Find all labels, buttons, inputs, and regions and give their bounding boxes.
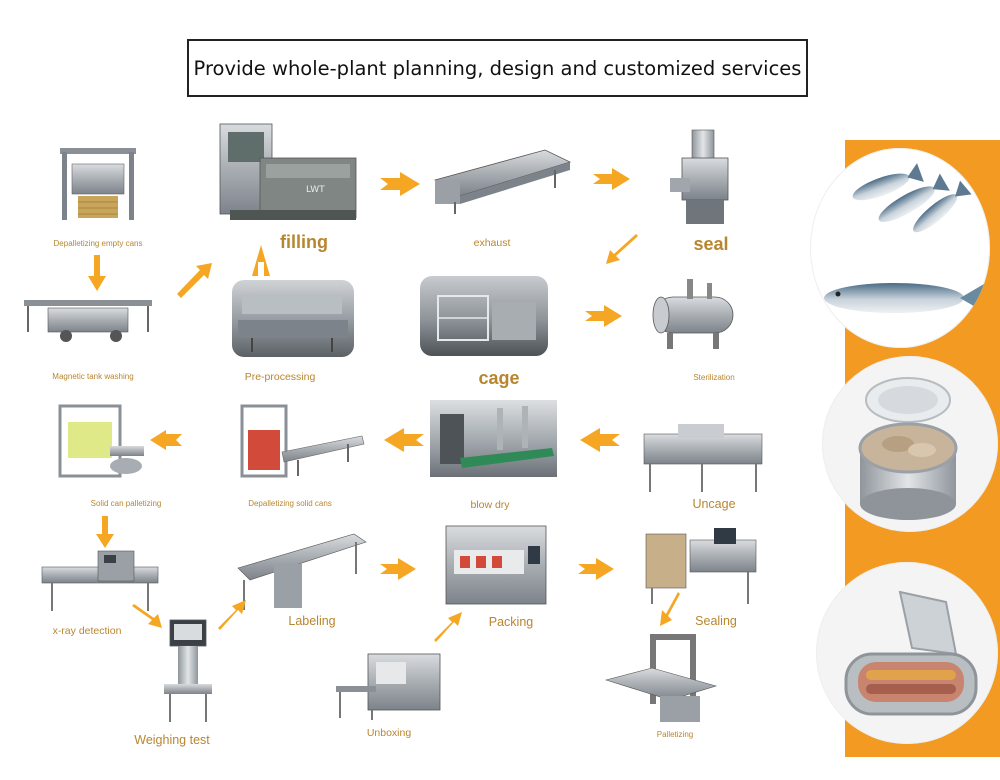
label-labeling: Labeling [288, 614, 336, 628]
arrow-right-4 [380, 558, 416, 580]
uncage-machine [643, 424, 763, 492]
canned-sardine-icon [844, 590, 978, 716]
label-blow-dry: blow dry [470, 499, 510, 511]
label-depalletizing-solid-cans: Depalletizing solid cans [248, 499, 332, 508]
arrow-diag-6 [660, 592, 680, 626]
blow-dry-photo [430, 400, 557, 477]
arrow-diag-3 [132, 604, 162, 628]
arrow-left-1 [580, 428, 620, 452]
depalletizer-empty-cans-machine [60, 148, 136, 220]
arrow-diag-4 [218, 600, 246, 630]
arrow-diag-5 [434, 612, 462, 642]
label-exhaust: exhaust [473, 237, 511, 249]
cage-photo [420, 276, 548, 356]
seaming-machine [670, 129, 729, 224]
arrow-right-2 [593, 168, 630, 190]
unboxing-machine [336, 653, 441, 720]
label-sealing: Sealing [695, 614, 737, 628]
weighing-checker [164, 619, 212, 722]
label-depalletizing-empty-cans: Depalletizing empty cans [53, 239, 143, 248]
label-xray-detection: x-ray detection [52, 625, 122, 637]
arrow-left-2 [384, 428, 424, 452]
pre-processing-photo [232, 280, 354, 357]
xray-detector [41, 550, 159, 611]
fish-circle [810, 148, 990, 348]
arrow-diag-1 [177, 263, 212, 298]
label-unboxing: Unboxing [366, 727, 412, 739]
sterilization-retort [652, 279, 734, 349]
canned-tuna-icon [858, 377, 958, 520]
label-magnetic-tank-washing: Magnetic tank washing [52, 372, 134, 381]
label-sterilization: Sterilization [693, 373, 735, 382]
label-solid-can-palletizing: Solid can palletizing [90, 499, 162, 508]
arrow-right-3 [585, 305, 622, 327]
page-title: Provide whole-plant planning, design and… [193, 56, 802, 80]
arrow-left-3 [150, 430, 182, 450]
label-seal: seal [693, 234, 729, 254]
flow-arrows [88, 168, 680, 642]
arrow-up-1 [252, 245, 270, 276]
label-pre-processing: Pre-processing [244, 371, 316, 383]
fish-icon [824, 163, 984, 313]
label-weighing-test: Weighing test [134, 733, 210, 747]
arrow-down-1 [88, 255, 106, 291]
packing-machine [445, 525, 547, 605]
filler-brand-text: LWT [306, 185, 325, 195]
label-cage: cage [478, 368, 520, 388]
carton-sealing-machine [645, 528, 757, 604]
palletizing-machine [604, 634, 718, 722]
magnetic-tank-washing-machine [24, 300, 152, 342]
label-palletizing: Palletizing [656, 730, 694, 739]
label-filling: filling [280, 232, 328, 252]
solid-can-palletizer [58, 404, 144, 478]
label-packing: Packing [488, 615, 534, 629]
filling-machine: LWT [219, 123, 357, 220]
arrow-diag-2 [606, 234, 638, 264]
sardine-can-circle [816, 562, 998, 744]
solid-can-depalletizer [240, 404, 365, 478]
title-box: Provide whole-plant planning, design and… [187, 39, 808, 97]
arrow-right-5 [578, 558, 614, 580]
label-uncage: Uncage [692, 497, 736, 511]
arrow-right-1 [380, 172, 420, 196]
tuna-can-circle [822, 356, 998, 532]
exhaust-machine [434, 149, 572, 214]
arrow-down-2 [96, 516, 114, 548]
labeling-machine [237, 533, 367, 610]
